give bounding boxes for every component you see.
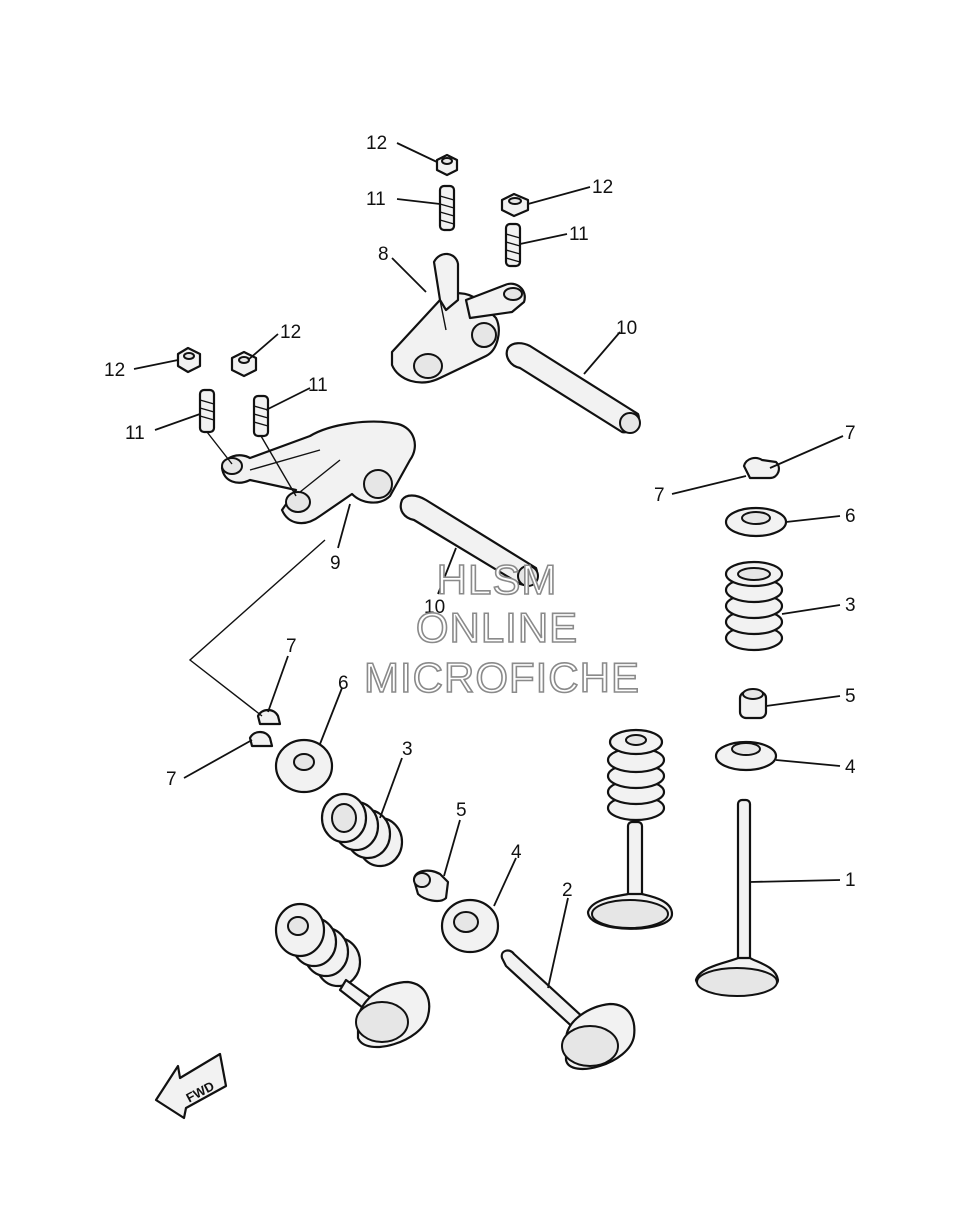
callout-12: 12	[366, 133, 387, 154]
valve-2-intake[interactable]	[500, 949, 636, 1070]
adjust-screw-11-upper-a[interactable]	[438, 184, 456, 232]
rocker-shaft-10-lower[interactable]	[399, 494, 539, 587]
group-bracket	[188, 539, 326, 717]
adjust-screw-11-lower-a[interactable]	[198, 388, 216, 434]
spring-retainer-6-right[interactable]	[724, 506, 788, 538]
adjust-screw-11-lower-b[interactable]	[252, 394, 270, 438]
rocker-shaft-10-upper[interactable]	[505, 342, 641, 434]
callout-5: 5	[845, 686, 856, 707]
spring-retainer-6-left[interactable]	[274, 738, 334, 794]
callout-12: 12	[104, 360, 125, 381]
watermark: HLSM ONLINE MICROFICHE	[363, 555, 640, 702]
rocker-arm-9[interactable]	[220, 420, 416, 525]
callout-3: 3	[845, 595, 856, 616]
callout-6: 6	[338, 673, 349, 694]
callout-12: 12	[592, 177, 613, 198]
callout-8: 8	[378, 244, 389, 265]
rocker-arm-8[interactable]	[390, 252, 526, 384]
adjust-nut-12-lower-a[interactable]	[176, 346, 202, 374]
callout-labels: 12 11 12 11 8 10 12 12 11 11 9 10 7 7 6 …	[104, 133, 856, 901]
spring-seat-4-right[interactable]	[714, 740, 778, 772]
adjust-nut-12-upper-a[interactable]	[435, 153, 459, 177]
cotter-7-left-b[interactable]	[248, 730, 274, 748]
callout-9: 9	[330, 553, 341, 574]
callout-11: 11	[308, 375, 328, 396]
callout-7: 7	[166, 769, 177, 790]
valve-spring-3-right[interactable]	[724, 560, 784, 652]
valve-assembled-right[interactable]	[586, 728, 674, 930]
callout-1: 1	[845, 870, 856, 891]
watermark-line2: ONLINE	[416, 604, 578, 651]
callout-7: 7	[654, 485, 665, 506]
cotter-7-left-a[interactable]	[256, 708, 282, 726]
fwd-arrow-icon: FWD	[154, 1052, 228, 1120]
adjust-nut-12-upper-b[interactable]	[500, 192, 530, 218]
callout-10: 10	[616, 318, 637, 339]
adjust-screw-11-upper-b[interactable]	[504, 222, 522, 268]
callout-7: 7	[286, 636, 297, 657]
spring-seat-4-left[interactable]	[440, 898, 500, 954]
callout-11: 11	[366, 189, 386, 210]
callout-11: 11	[125, 423, 145, 444]
stem-seal-5-right[interactable]	[738, 688, 768, 720]
callout-5: 5	[456, 800, 467, 821]
stem-seal-5-left[interactable]	[412, 869, 450, 903]
leader-lines	[133, 142, 844, 989]
callout-7: 7	[845, 423, 856, 444]
valve-assembled-left[interactable]	[274, 902, 431, 1048]
watermark-line1: HLSM	[437, 556, 558, 603]
callout-6: 6	[845, 506, 856, 527]
callout-4: 4	[511, 842, 522, 863]
callout-10: 10	[424, 597, 445, 618]
callout-2: 2	[562, 880, 573, 901]
valve-1-exhaust[interactable]	[694, 798, 780, 997]
callout-12: 12	[280, 322, 301, 343]
callout-4: 4	[845, 757, 856, 778]
callout-11: 11	[569, 224, 589, 245]
callout-3: 3	[402, 739, 413, 760]
valve-spring-3-left[interactable]	[320, 792, 404, 868]
cotter-7-right[interactable]	[742, 456, 780, 480]
watermark-line3: MICROFICHE	[364, 654, 640, 701]
